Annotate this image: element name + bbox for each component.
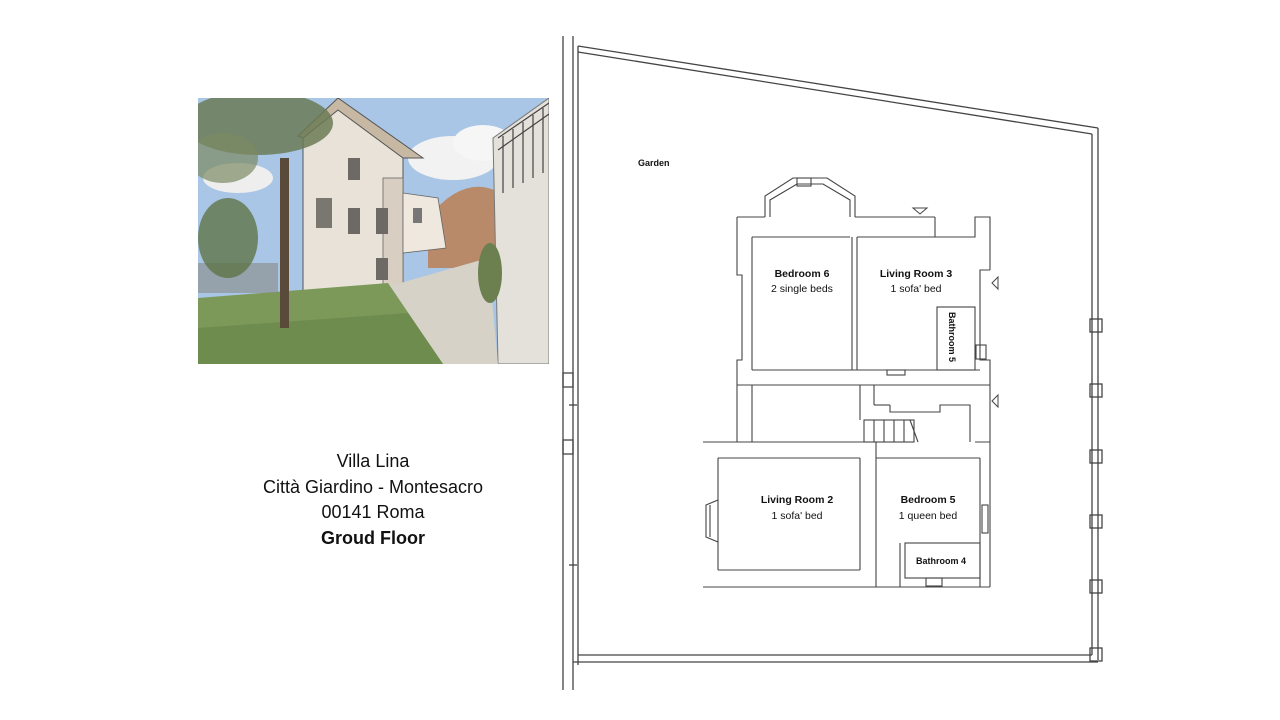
bedroom-6-title: Bedroom 6 bbox=[775, 268, 830, 280]
property-caption: Villa Lina Città Giardino - Montesacro 0… bbox=[232, 449, 514, 551]
plot-boundary bbox=[562, 36, 1103, 690]
living-room-3-beds: 1 sofa' bed bbox=[890, 283, 941, 295]
bedroom-5-beds: 1 queen bed bbox=[899, 510, 958, 522]
garden-label: Garden bbox=[638, 158, 670, 168]
building-walls bbox=[703, 177, 991, 588]
living-room-2-title: Living Room 2 bbox=[761, 494, 833, 506]
bedroom-6-beds: 2 single beds bbox=[771, 283, 833, 295]
villa-city: 00141 Roma bbox=[321, 502, 425, 522]
villa-photo bbox=[198, 98, 549, 364]
living-room-3-title: Living Room 3 bbox=[880, 268, 952, 280]
floor-label: Groud Floor bbox=[321, 527, 425, 548]
villa-district: Città Giardino - Montesacro bbox=[262, 476, 484, 497]
villa-name: Villa Lina bbox=[336, 451, 410, 471]
living-room-2-beds: 1 sofa' bed bbox=[771, 510, 822, 522]
villa-garden-photo-icon bbox=[198, 98, 549, 364]
bathroom-4-label: Bathroom 4 bbox=[916, 556, 966, 566]
bedroom-5-title: Bedroom 5 bbox=[901, 494, 956, 506]
entrance-markers bbox=[911, 207, 999, 409]
bathroom-5-label: Bathroom 5 bbox=[947, 312, 957, 362]
